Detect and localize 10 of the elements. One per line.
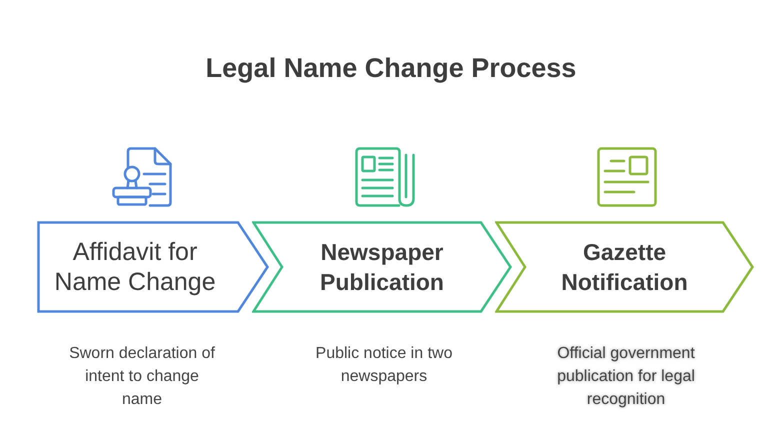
- step-label: Newspaper Publication: [319, 238, 445, 297]
- chevron-step: [495, 221, 754, 313]
- step-label: Affidavit for Name Change: [53, 237, 217, 297]
- chevron-step: [252, 221, 512, 313]
- step-description: Official government publication for legal recognition: [556, 344, 696, 410]
- diagram-title: Legal Name Change Process: [206, 52, 576, 85]
- step-description: Public notice in two newspapers: [314, 344, 454, 387]
- chevron-step: [37, 221, 269, 313]
- step-label: Gazette Notification: [560, 238, 689, 297]
- step-description: Sworn declaration of intent to change name: [68, 344, 216, 410]
